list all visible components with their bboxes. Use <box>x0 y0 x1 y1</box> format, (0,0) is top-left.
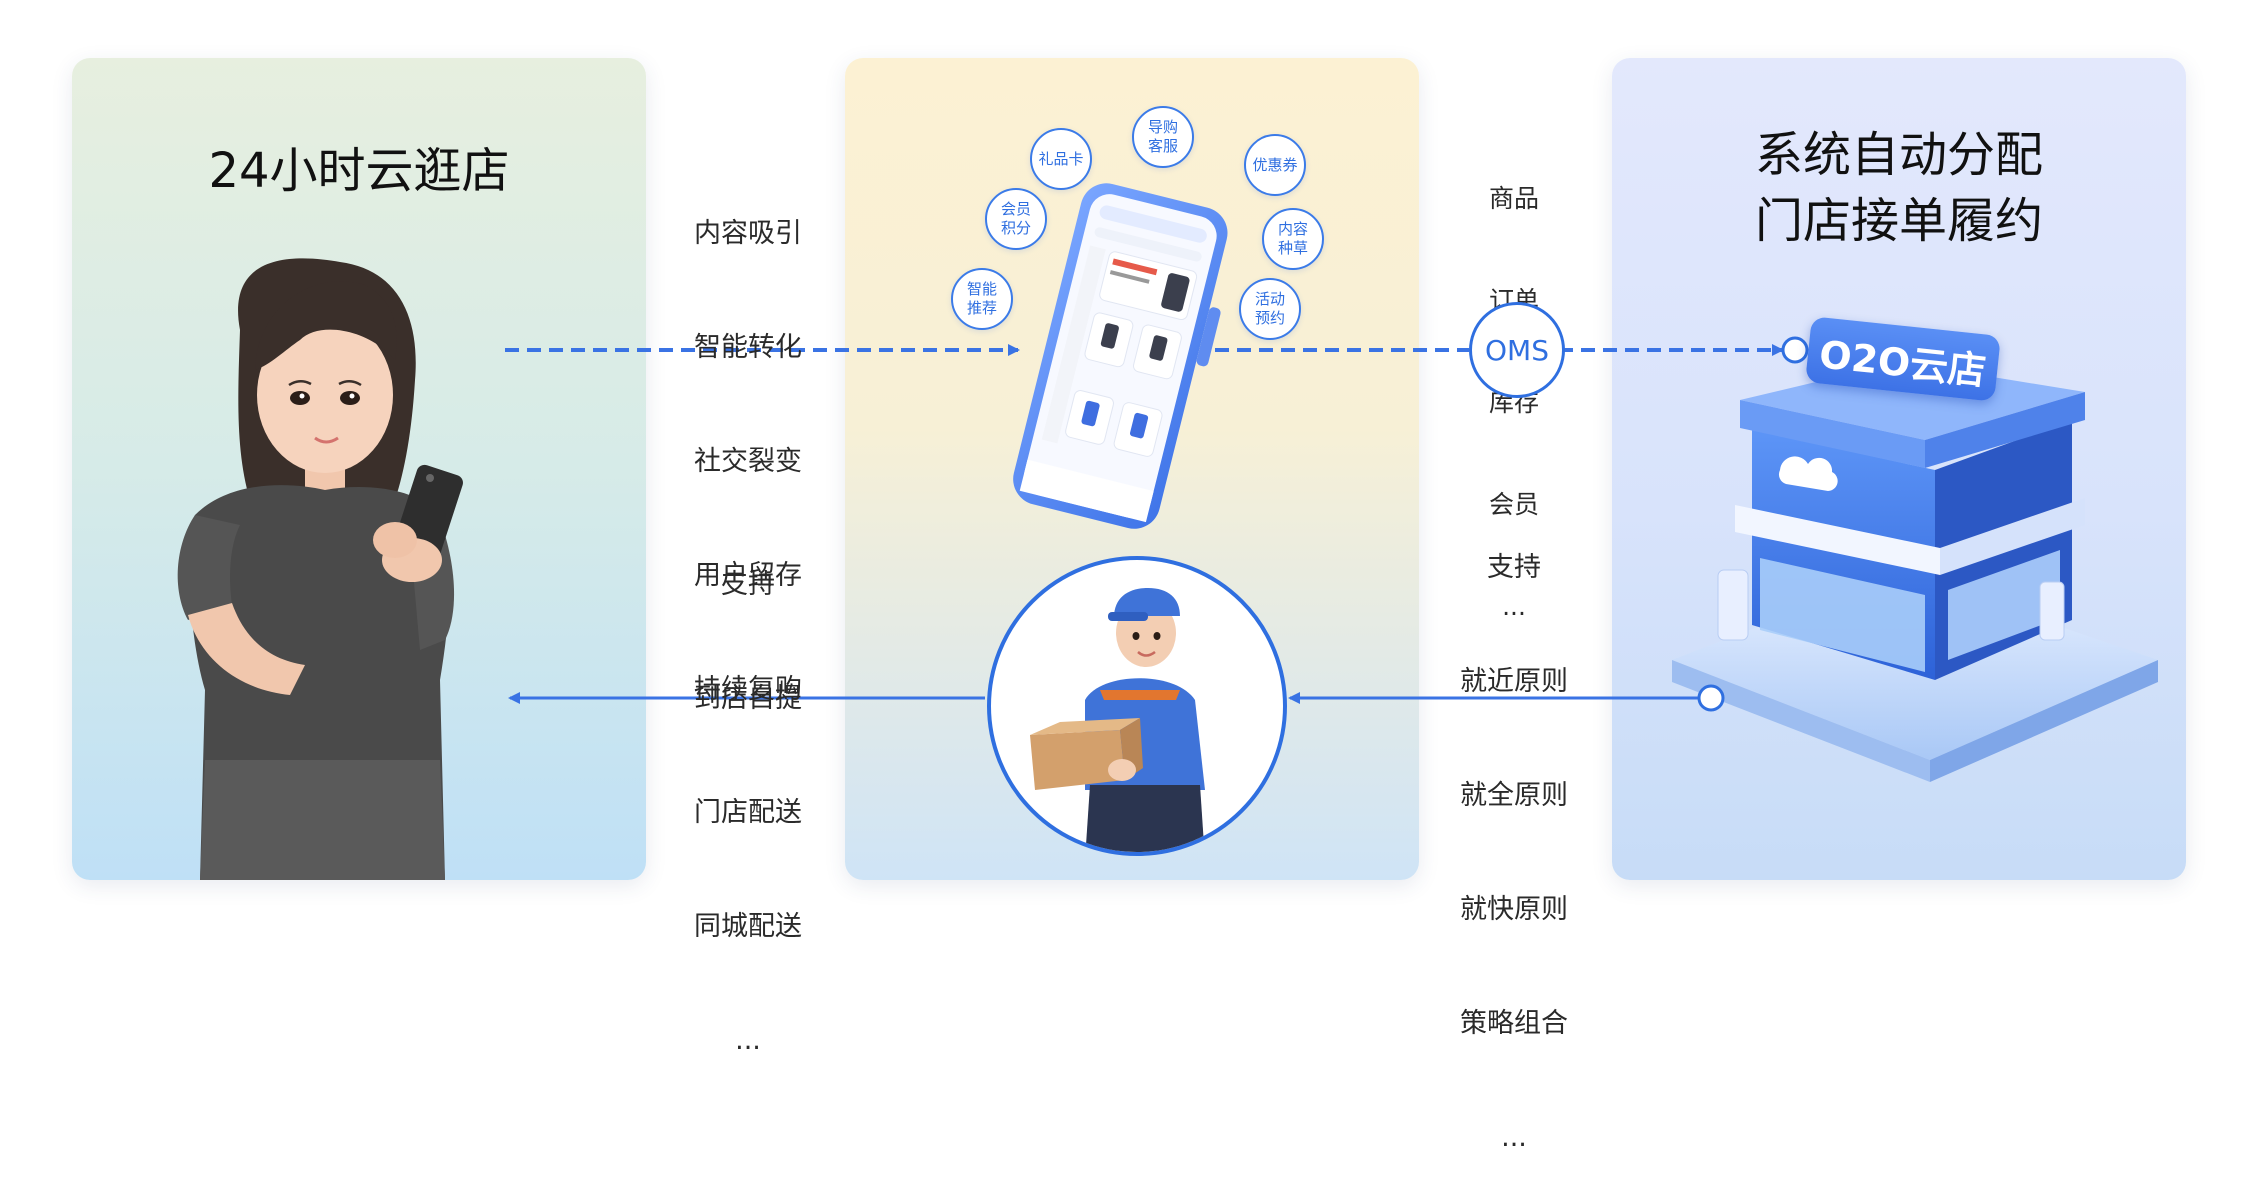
delivery-option: ... <box>735 1025 761 1056</box>
bubble-content-seeding: 内容 种草 <box>1262 208 1324 270</box>
oms-data-item: 会员 <box>1488 490 1539 519</box>
feature-item: 社交裂变 <box>694 446 802 477</box>
principle-item: 就近原则 <box>1460 666 1568 697</box>
courier-illustration <box>1030 588 1205 852</box>
right-title-line: 系统自动分配 <box>1754 127 2043 183</box>
right-panel-title: 系统自动分配 门店接单履约 <box>1612 122 2186 254</box>
left-panel-title: 24小时云逛店 <box>208 143 510 199</box>
oms-data-item: ... <box>1502 592 1526 621</box>
bubble-shopping-guide: 导购 客服 <box>1132 106 1194 168</box>
oms-data-item: 商品 <box>1488 184 1539 213</box>
diagram-graphics <box>177 183 2158 880</box>
delivery-option: 到店自提 <box>694 683 802 714</box>
bubble-smart-recommend: 智能 推荐 <box>951 268 1013 330</box>
delivery-option: 同城配送 <box>694 911 802 942</box>
principles-list: 支持 就近原则 就全原则 就快原则 策略组合 ... <box>1434 473 1594 1195</box>
feature-item: 用户留存 <box>694 560 802 591</box>
principle-item: 策略组合 <box>1460 1008 1568 1039</box>
feature-list: 内容吸引 智能转化 社交裂变 用户留存 持续复购 <box>668 139 828 747</box>
bubble-gift-card: 礼品卡 <box>1030 128 1092 190</box>
delivery-option: 支持 <box>721 569 775 600</box>
oms-node: OMS <box>1469 302 1565 398</box>
principle-item: 就快原则 <box>1460 894 1568 925</box>
woman-illustration <box>177 258 463 880</box>
store-illustration <box>1672 362 2158 782</box>
delivery-option: 门店配送 <box>694 797 802 828</box>
right-title-line: 门店接单履约 <box>1754 193 2043 249</box>
delivery-options-list: 支持 到店自提 门店配送 同城配送 ... <box>668 490 828 1098</box>
principle-item: ... <box>1501 1122 1527 1153</box>
principle-item: 就全原则 <box>1460 780 1568 811</box>
store-origin-dot <box>1697 684 1725 712</box>
bubble-coupon: 优惠券 <box>1244 134 1306 196</box>
feature-item: 智能转化 <box>694 332 802 363</box>
feature-item: 持续复购 <box>694 674 802 705</box>
bubble-member-points: 会员 积分 <box>985 188 1047 250</box>
principle-item: 支持 <box>1487 552 1541 583</box>
feature-item: 内容吸引 <box>694 218 802 249</box>
bubble-event-booking: 活动 预约 <box>1239 278 1301 340</box>
store-connector-dot <box>1781 336 1809 364</box>
phone-mockup <box>1013 183 1228 529</box>
